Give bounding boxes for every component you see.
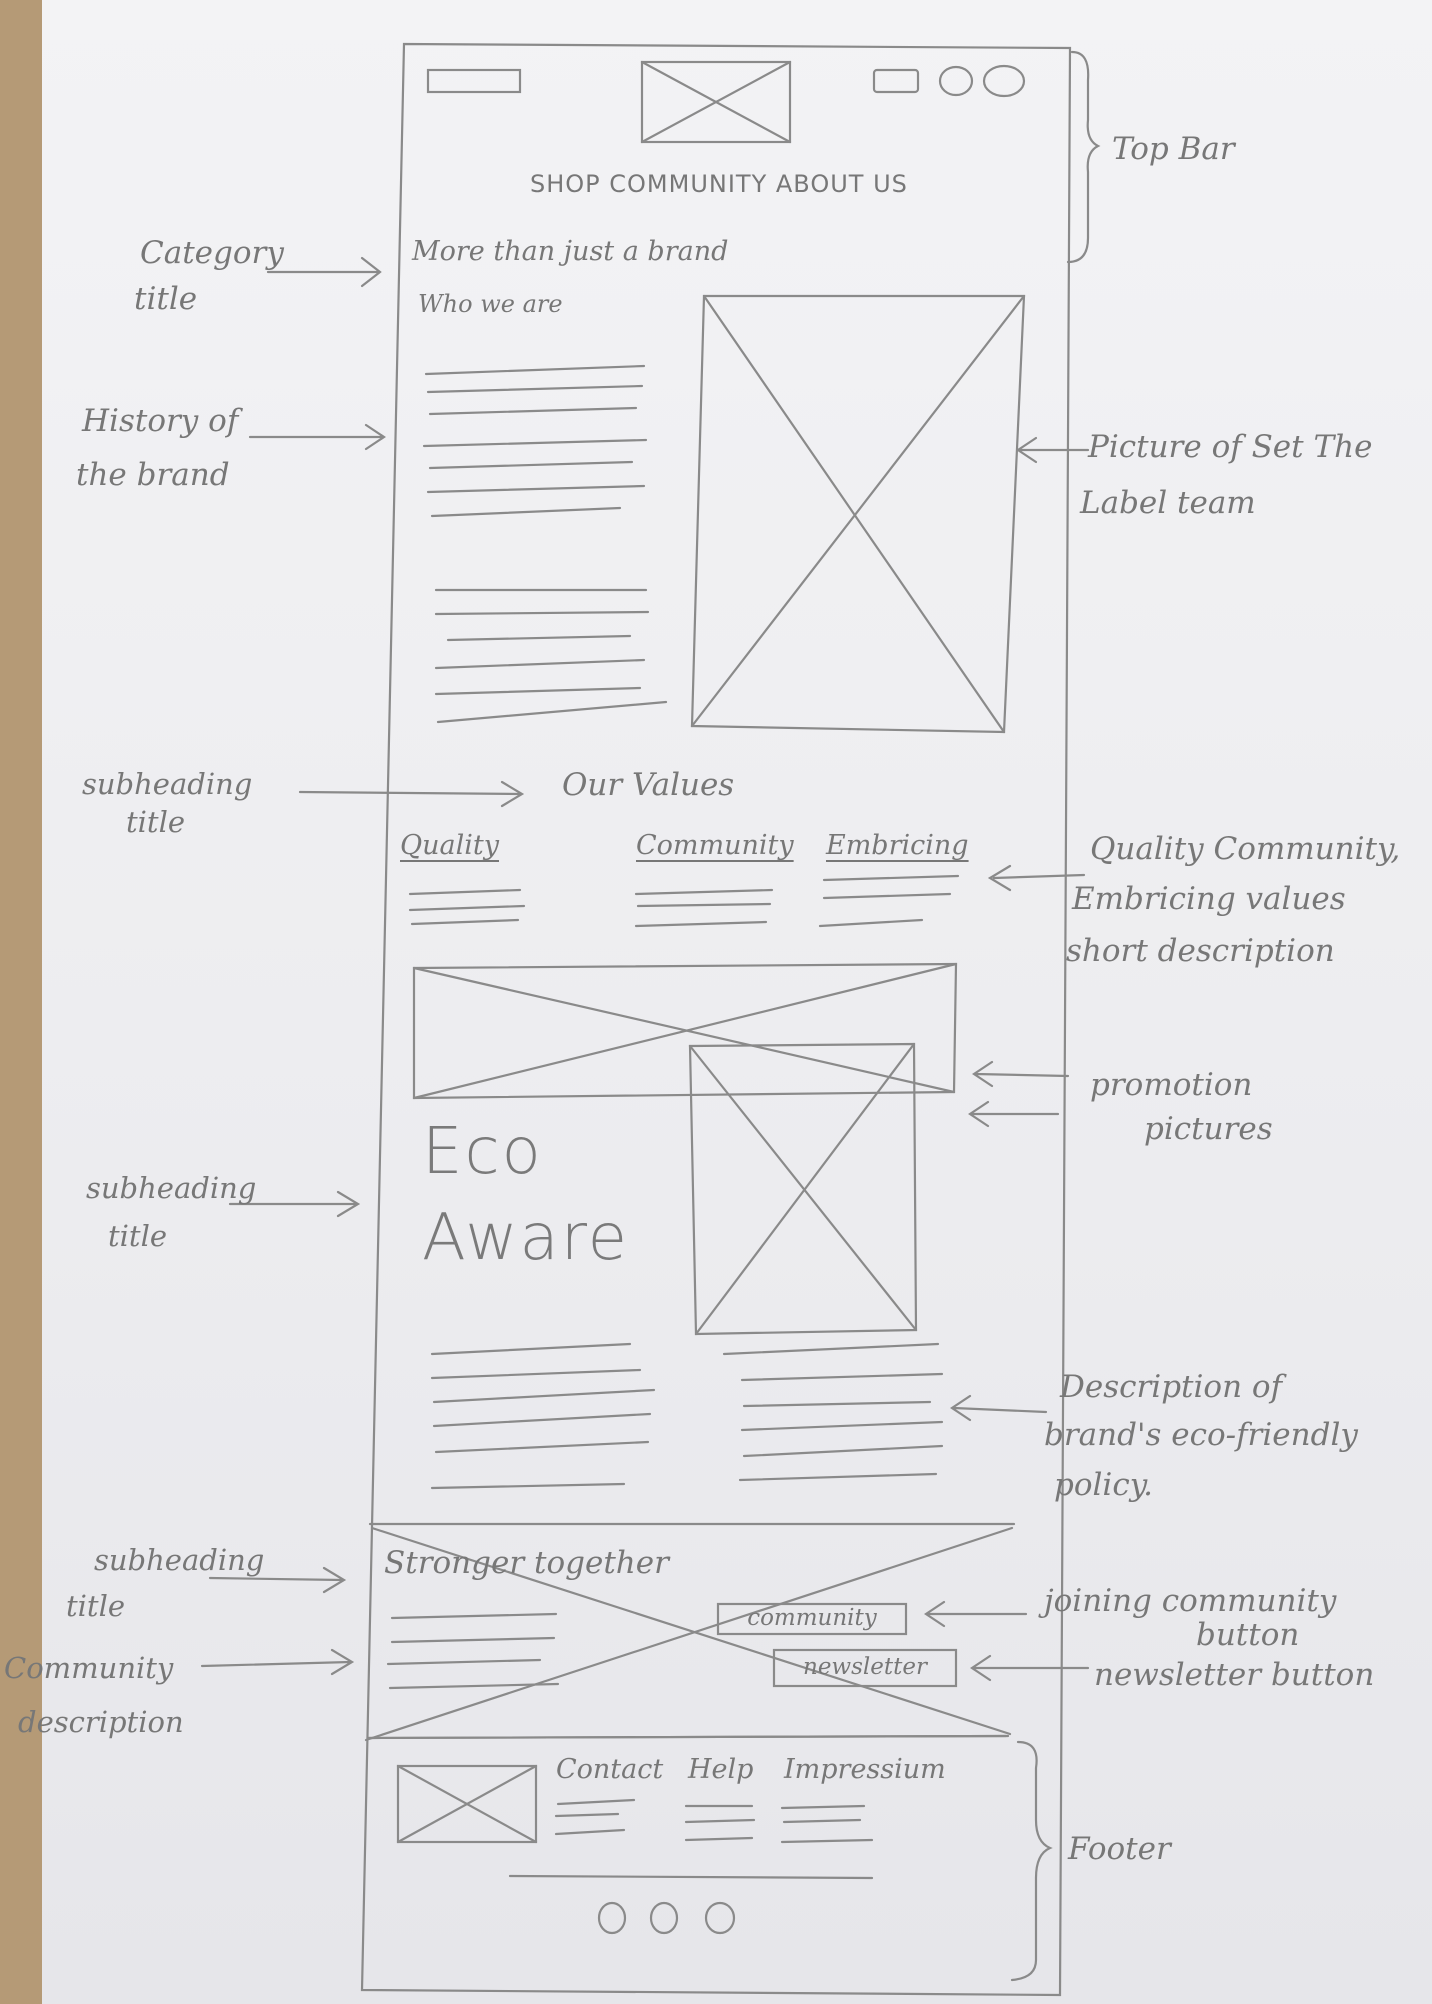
community-button-outline [716,1602,908,1636]
annotation-footer: Footer [1068,1831,1171,1867]
arrow-newsletter-button [970,1654,1090,1682]
annotation-promotion-line1: promotion [1090,1067,1253,1103]
arrow-values-heading [298,780,525,808]
annotation-category-line2: title [134,281,198,317]
value-quality: Quality [400,830,499,861]
social-icon-1 [597,1901,627,1935]
main-nav[interactable]: SHOP COMMUNITY ABOUT US [530,170,908,198]
eco-description-lines [430,1342,944,1490]
promotion-picture-tall [688,1042,918,1336]
promotion-picture-wide [412,962,958,1100]
annotation-subheading-2-line1: subheading [86,1171,257,1205]
community-description-lines [386,1612,560,1690]
arrow-community-desc [200,1648,355,1676]
annotation-category-line1: Category [140,235,284,271]
cart-icon [872,68,920,94]
arrow-category [266,256,382,288]
menu-placeholder [426,68,522,94]
newsletter-button[interactable]: newsletter [803,1654,927,1680]
annotation-subheading-1-line1: subheading [82,767,253,801]
arrow-values [987,864,1086,892]
footer-link-lines [554,1798,874,1844]
top-bar-brace [1066,50,1101,264]
annotation-eco-line1: Description of [1060,1369,1283,1405]
values-description-lines [408,874,960,928]
arrow-eco-heading [228,1190,361,1218]
eco-heading-line1: Eco [422,1115,543,1189]
annotation-subheading-2-line2: title [108,1219,168,1253]
annotation-join-line1: joining community [1044,1583,1337,1619]
annotation-eco-line3: policy. [1054,1467,1153,1503]
category-title: More than just a brand [412,236,729,267]
arrow-eco-desc [950,1394,1048,1422]
annotation-subheading-3-line1: subheading [94,1543,265,1577]
arrow-team [1016,436,1090,464]
footer-link-contact[interactable]: Contact [556,1754,664,1785]
annotation-team-line2: Label team [1080,485,1256,521]
annotation-eco-line2: brand's eco-friendly [1044,1417,1358,1453]
wireframe-frame-outline [360,42,1072,1997]
footer-divider [366,1734,1008,1740]
value-community: Community [636,830,794,861]
annotation-newsletter-button: newsletter button [1094,1657,1375,1693]
annotation-values-line1: Quality Community, [1090,831,1401,867]
annotation-values-line3: short description [1066,933,1335,969]
history-text-lines [422,364,668,724]
social-icon-2 [649,1901,679,1935]
annotation-subheading-3-line2: title [66,1589,126,1623]
value-embricing: Embricing [826,830,969,861]
annotation-subheading-1-line2: title [126,805,186,839]
footer-logo-placeholder [396,1764,538,1844]
footer-link-help[interactable]: Help [688,1754,754,1785]
values-heading: Our Values [562,767,735,803]
arrow-join-button [924,1600,1028,1628]
category-subtitle: Who we are [418,290,563,318]
footer-brace [1010,1740,1053,1982]
annotation-history-line1: History of [82,403,239,439]
footer-link-impressium[interactable]: Impressium [784,1754,946,1785]
annotation-top-bar: Top Bar [1112,131,1235,167]
community-heading: Stronger together [384,1545,669,1581]
annotation-team-line1: Picture of Set The [1088,429,1373,465]
annotation-promotion-line2: pictures [1144,1111,1273,1147]
arrow-community-heading [208,1566,347,1594]
account-icon [938,65,974,97]
arrow-promo-2 [968,1100,1060,1128]
footer-bottom-line [508,1874,874,1880]
team-picture-placeholder [690,294,1026,734]
logo-image-placeholder [640,60,792,144]
newsletter-button-outline [772,1648,958,1688]
annotation-community-line2: description [18,1705,184,1739]
arrow-history [248,423,386,451]
arrow-promo-1 [972,1060,1070,1088]
annotation-community-line1: Community [4,1651,174,1685]
search-icon [982,64,1026,98]
social-icon-3 [704,1901,736,1935]
annotation-join-line2: button [1196,1617,1300,1653]
paper-sheet [42,0,1432,2004]
annotation-values-line2: Embricing values [1072,881,1346,917]
eco-heading-line2: Aware [422,1201,630,1275]
community-button[interactable]: community [747,1605,877,1631]
annotation-history-line2: the brand [76,457,230,493]
